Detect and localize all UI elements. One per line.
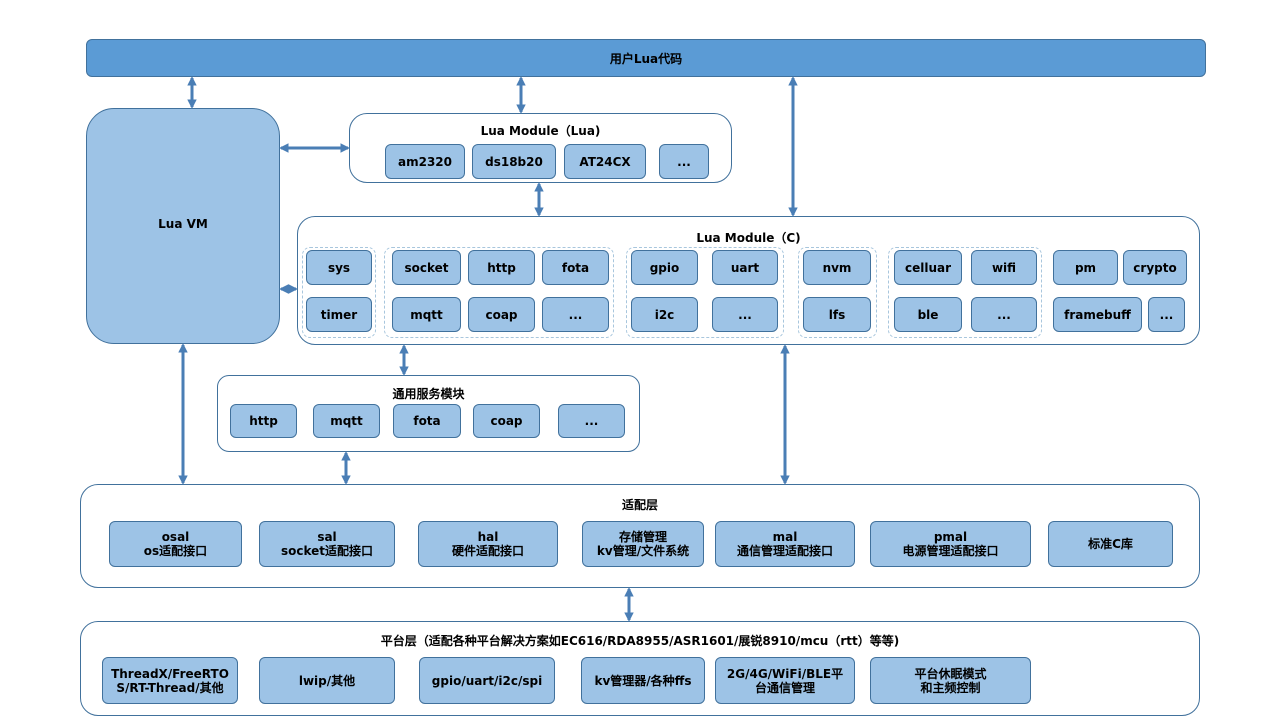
adaptation-item: hal 硬件适配接口 [418,521,558,567]
adaptation-item: mal 通信管理适配接口 [715,521,855,567]
module-group-system [302,247,376,338]
lua-module-c-container: Lua Module（C) sys timer socket http fota… [297,216,1200,345]
lua-vm-block: Lua VM [86,108,280,344]
service-item: ... [558,404,625,438]
module-group-wireless [888,247,1042,338]
c-module-item: ... [542,297,609,332]
c-module-item: lfs [803,297,871,332]
adaptation-item: pmal 电源管理适配接口 [870,521,1031,567]
common-services-title: 通用服务模块 [392,387,465,401]
c-module-item: gpio [631,250,698,285]
platform-item: kv管理器/各种ffs [581,657,705,704]
adaptation-layer-title: 适配层 [621,498,658,512]
platform-item: gpio/uart/i2c/spi [419,657,555,704]
lua-module-lua-container: Lua Module（Lua) am2320 ds18b20 AT24CX ..… [349,113,732,183]
lua-module-c-title: Lua Module（C) [696,231,801,245]
lua-module-item: AT24CX [564,144,646,179]
adaptation-item: osal os适配接口 [109,521,242,567]
c-module-item: fota [542,250,609,285]
c-module-item: pm [1053,250,1118,285]
c-module-item: i2c [631,297,698,332]
user-lua-code-label: 用户Lua代码 [609,51,683,66]
module-group-network [384,247,614,338]
service-item: http [230,404,297,438]
user-lua-code-banner: 用户Lua代码 [86,39,1206,77]
platform-layer-title: 平台层（适配各种平台解决方案如EC616/RDA8955/ASR1601/展锐8… [380,634,900,648]
c-module-item: framebuff [1053,297,1142,332]
c-module-item: nvm [803,250,871,285]
c-module-item: socket [392,250,461,285]
lua-module-item: ... [659,144,709,179]
platform-item: 2G/4G/WiFi/BLE平 台通信管理 [715,657,855,704]
c-module-item: uart [712,250,778,285]
adaptation-item: sal socket适配接口 [259,521,395,567]
c-module-item: celluar [894,250,962,285]
platform-layer-container: 平台层（适配各种平台解决方案如EC616/RDA8955/ASR1601/展锐8… [80,621,1200,716]
module-group-storage [798,247,877,338]
lua-vm-label: Lua VM [158,217,208,231]
service-item: mqtt [313,404,380,438]
platform-item: lwip/其他 [259,657,395,704]
c-module-item: mqtt [392,297,461,332]
lua-module-item: ds18b20 [472,144,556,179]
adaptation-item: 存储管理 kv管理/文件系统 [582,521,704,567]
lua-module-item: am2320 [385,144,465,179]
platform-item: ThreadX/FreeRTO S/RT-Thread/其他 [102,657,238,704]
c-module-item: ... [971,297,1037,332]
c-module-item: ... [712,297,778,332]
c-module-item: ble [894,297,962,332]
module-group-peripheral [626,247,784,338]
adaptation-layer-container: 适配层 osal os适配接口 sal socket适配接口 hal 硬件适配接… [80,484,1200,588]
service-item: fota [393,404,461,438]
c-module-item: wifi [971,250,1037,285]
service-item: coap [473,404,540,438]
platform-item: 平台休眠模式 和主频控制 [870,657,1031,704]
lua-module-lua-title: Lua Module（Lua) [480,124,601,138]
c-module-item: http [468,250,535,285]
c-module-item: timer [306,297,372,332]
c-module-item: ... [1148,297,1185,332]
adaptation-item: 标准C库 [1048,521,1173,567]
c-module-item: sys [306,250,372,285]
c-module-item: crypto [1123,250,1187,285]
common-services-container: 通用服务模块 http mqtt fota coap ... [217,375,640,452]
c-module-item: coap [468,297,535,332]
